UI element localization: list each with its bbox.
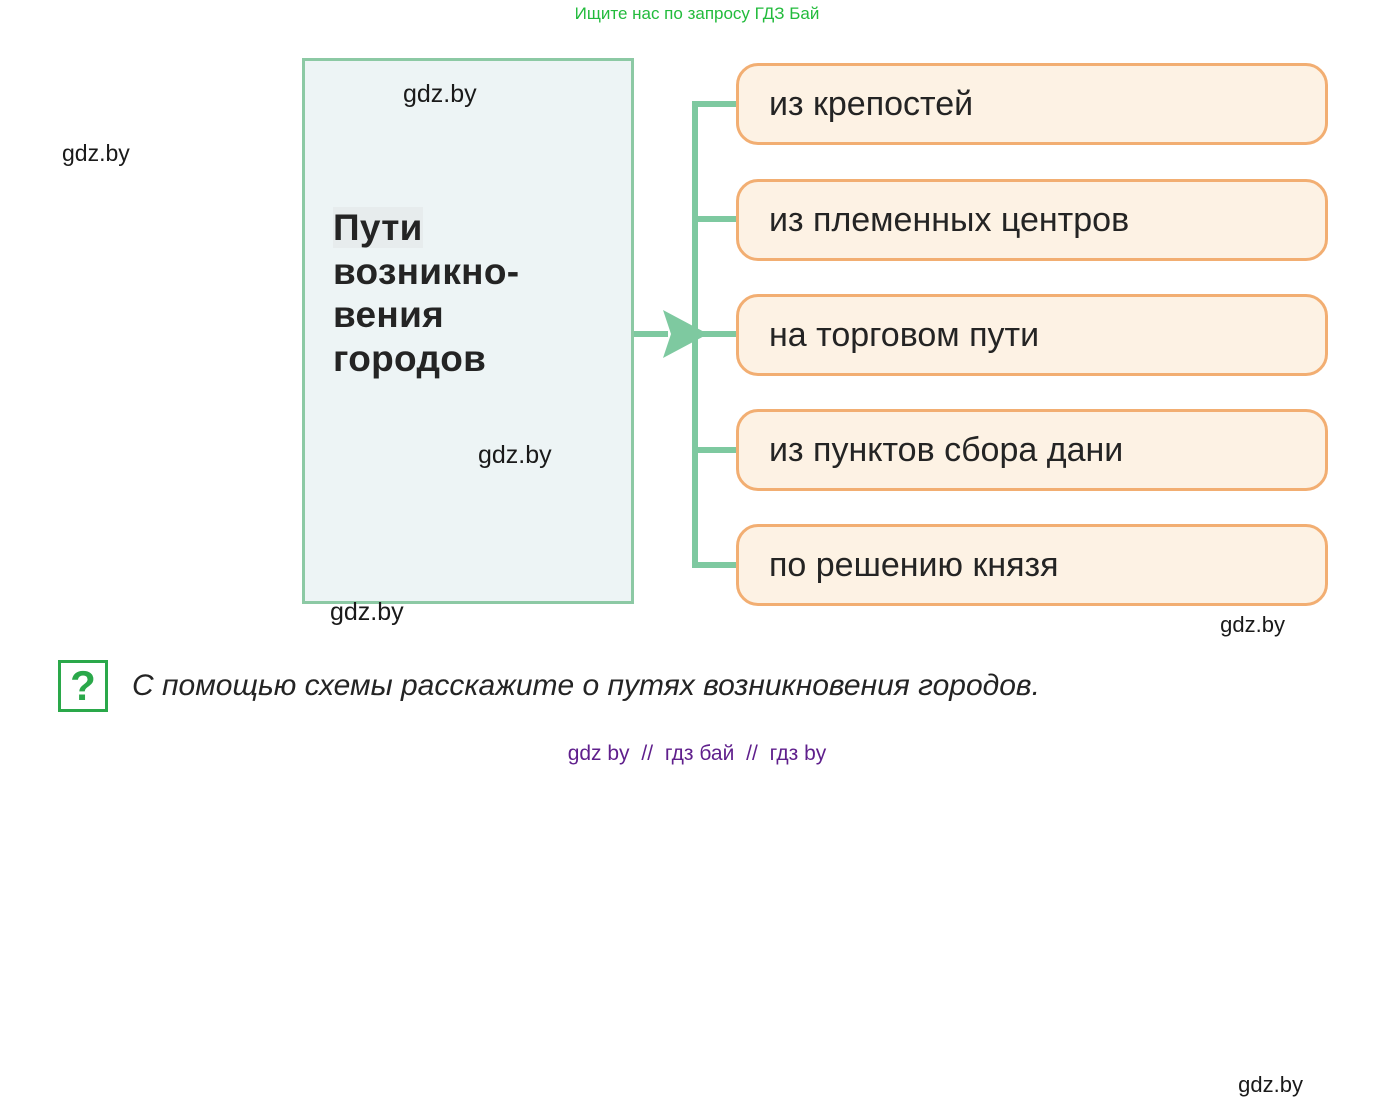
watermark-option-3: gdz.by <box>1220 612 1285 637</box>
footer-link-2[interactable]: гдз бай <box>664 742 735 765</box>
option-box: по решению князя gdz.by <box>736 524 1328 1097</box>
concept-title-line-1: Пути <box>333 207 423 248</box>
option-label: на торговом пути <box>769 315 1040 354</box>
footer-link-3[interactable]: гдз by <box>769 742 827 765</box>
concept-title: Пути возникно- вения городов <box>333 206 613 381</box>
option-box: на торговом пути gdz.by <box>736 294 1328 637</box>
footer-link-1[interactable]: gdz by <box>567 742 630 765</box>
watermark-concept-top: gdz.by <box>403 80 477 108</box>
option-box: из племенных центров <box>736 179 1328 261</box>
option-box: из крепостей <box>736 63 1328 145</box>
footer-separator: // <box>746 742 758 765</box>
option-label: по решению князя <box>769 545 1059 584</box>
watermark-below-concept-box: gdz.by <box>330 598 404 626</box>
option-label: из племенных центров <box>769 200 1130 239</box>
watermark-option-5: gdz.by <box>1238 1072 1303 1097</box>
question-mark-icon: ? <box>58 660 108 712</box>
concept-title-line-4: городов <box>333 337 487 379</box>
watermark-left: gdz.by <box>62 140 130 166</box>
footer-links: gdz by // гдз бай // гдз by <box>0 742 1394 766</box>
question-mark-glyph: ? <box>70 662 96 709</box>
concept-title-line-2: возникно- <box>333 250 520 292</box>
question-row: ? С помощью схемы расскажите о путях воз… <box>58 660 1040 712</box>
promo-banner: Ищите нас по запросу ГДЗ Бай <box>574 4 820 23</box>
question-text: С помощью схемы расскажите о путях возни… <box>132 669 1040 702</box>
option-box: из пунктов сбора дани <box>736 409 1328 491</box>
option-label: из пунктов сбора дани <box>769 430 1124 469</box>
watermark-concept-bottom: gdz.by <box>478 441 552 469</box>
option-label: из крепостей <box>769 84 974 123</box>
concept-box: Пути возникно- вения городов <box>302 58 634 604</box>
footer-separator: // <box>641 742 654 765</box>
arrow-right-icon <box>663 310 708 358</box>
concept-title-line-3: вения <box>333 294 445 336</box>
